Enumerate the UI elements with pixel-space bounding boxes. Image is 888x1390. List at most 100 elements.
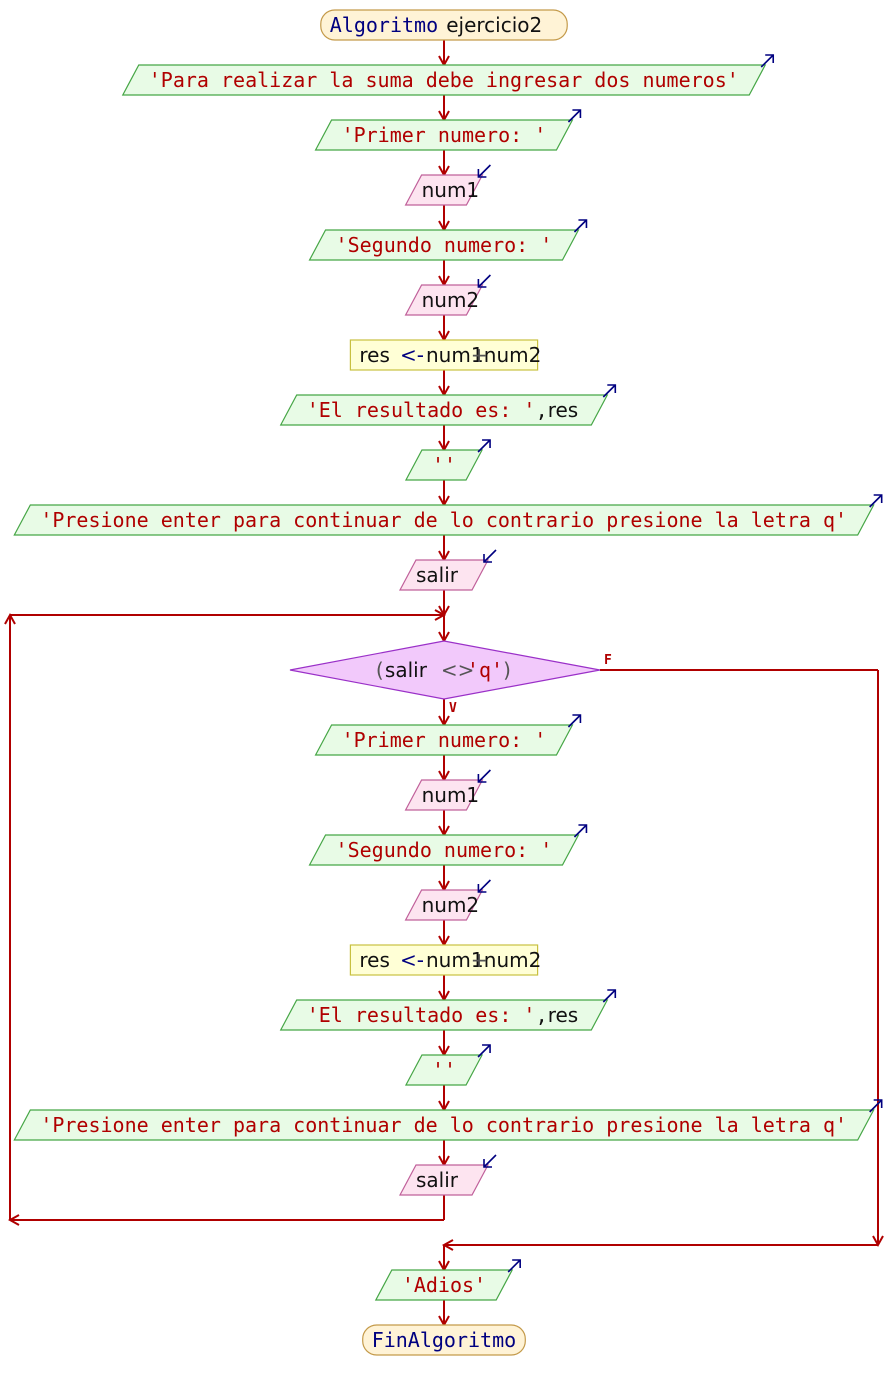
variable: num2 xyxy=(484,948,542,972)
separator: , xyxy=(536,398,548,422)
loop-step-9-input-shape xyxy=(399,1164,489,1196)
variable: num2 xyxy=(484,343,542,367)
main-step-2-output-shape xyxy=(314,119,574,151)
main-step-5-input-shape xyxy=(404,284,484,316)
input-arrow-icon xyxy=(477,769,491,783)
string-literal: 'Presione enter para continuar de lo con… xyxy=(40,508,847,532)
variable: num1 xyxy=(422,178,480,202)
string-literal: 'El resultado es: ' xyxy=(307,1003,536,1027)
variable: res xyxy=(359,948,390,972)
false-branch-label: F xyxy=(604,653,612,668)
main-step-7-output-shape xyxy=(279,394,609,426)
main-step-7-output-text: 'El resultado es: ',res xyxy=(307,398,579,422)
loop-step-8-output-shape xyxy=(13,1109,875,1141)
loop-step-7-output-text: '' xyxy=(432,1058,456,1082)
output-arrow-icon xyxy=(567,109,582,123)
input-arrow-icon xyxy=(477,879,491,893)
input-arrow-icon xyxy=(477,274,491,288)
loop-step-5-process-box xyxy=(349,944,539,976)
assign-operator: <- xyxy=(400,948,424,972)
input-arrow-icon xyxy=(483,1154,497,1168)
keyword: FinAlgoritmo xyxy=(372,1328,517,1352)
main-step-1-output-text: 'Para realizar la suma debe ingresar dos… xyxy=(149,68,739,92)
variable: num1 xyxy=(426,948,484,972)
after-step-1-output-shape xyxy=(374,1269,514,1301)
string-literal: 'Para realizar la suma debe ingresar dos… xyxy=(149,68,739,92)
operator: + xyxy=(471,948,488,972)
loop-step-1-output-shape xyxy=(314,724,574,756)
string-literal: '' xyxy=(432,453,456,477)
loop-step-9-input-text: salir xyxy=(416,1168,459,1192)
string-literal: 'Adios' xyxy=(402,1273,486,1297)
output-arrow-icon xyxy=(477,1044,491,1058)
loop-step-4-input-text: num2 xyxy=(422,893,480,917)
loop-step-7-output-shape xyxy=(404,1054,484,1086)
output-arrow-icon xyxy=(760,54,775,68)
loop-step-6-output-shape xyxy=(279,999,609,1031)
loop-step-3-output-shape xyxy=(308,834,580,866)
string-literal: 'Segundo numero: ' xyxy=(336,233,553,257)
loop-step-2-input-shape xyxy=(404,779,484,811)
loop-back-arrow xyxy=(434,609,447,621)
end-terminal-text: FinAlgoritmo xyxy=(372,1328,517,1352)
assign-operator: <- xyxy=(400,343,424,367)
variable: salir xyxy=(416,563,459,587)
main-step-1-output-shape xyxy=(121,64,767,96)
output-arrow-icon xyxy=(602,384,617,398)
string-literal: 'q' xyxy=(467,658,503,682)
output-arrow-icon xyxy=(573,219,588,233)
output-arrow-icon xyxy=(869,494,883,508)
main-step-10-input-text: salir xyxy=(416,563,459,587)
variable: num1 xyxy=(422,783,480,807)
loop-step-8-output-text: 'Presione enter para continuar de lo con… xyxy=(40,1113,847,1137)
variable: num2 xyxy=(422,893,480,917)
output-arrow-icon xyxy=(567,714,582,728)
main-step-9-output-shape xyxy=(13,504,875,536)
operator: <> xyxy=(441,658,475,682)
keyword: Algoritmo xyxy=(330,13,438,37)
flow-nodes: Algoritmo ejercicio2'Para realizar la su… xyxy=(13,9,883,1356)
variable: salir xyxy=(416,1168,459,1192)
main-step-3-input-text: num1 xyxy=(422,178,480,202)
main-step-9-output-text: 'Presione enter para continuar de lo con… xyxy=(40,508,847,532)
after-step-1-output-text: 'Adios' xyxy=(402,1273,486,1297)
variable: res xyxy=(548,398,579,422)
text-segment xyxy=(393,343,399,367)
main-step-10-input-shape xyxy=(399,559,489,591)
operator: + xyxy=(471,343,488,367)
variable: res xyxy=(548,1003,579,1027)
start-terminal-shape xyxy=(320,9,568,41)
input-arrow-icon xyxy=(477,164,491,178)
main-step-4-output-shape xyxy=(308,229,580,261)
main-step-5-input-text: num2 xyxy=(422,288,480,312)
string-literal: 'El resultado es: ' xyxy=(307,398,536,422)
main-step-6-process-box xyxy=(349,339,539,371)
loop-step-2-input-text: num1 xyxy=(422,783,480,807)
main-step-2-output-text: 'Primer numero: ' xyxy=(342,123,547,147)
output-arrow-icon xyxy=(477,439,491,453)
separator: , xyxy=(536,1003,548,1027)
string-literal: 'Primer numero: ' xyxy=(342,123,547,147)
flow-edges xyxy=(4,40,884,1328)
output-arrow-icon xyxy=(602,989,617,1003)
variable: salir xyxy=(385,658,428,682)
output-arrow-icon xyxy=(507,1259,521,1273)
input-arrow-icon xyxy=(483,549,497,563)
loop-condition-text: (salir<>'q') xyxy=(376,658,511,682)
main-step-8-output-shape xyxy=(404,449,484,481)
paren: ( xyxy=(376,658,384,682)
variable: num2 xyxy=(422,288,480,312)
loop-step-1-output-text: 'Primer numero: ' xyxy=(342,728,547,752)
end-terminal-shape xyxy=(362,1324,526,1356)
text-segment xyxy=(393,948,399,972)
loop-step-6-output-text: 'El resultado es: ',res xyxy=(307,1003,579,1027)
variable: num1 xyxy=(426,343,484,367)
true-branch-label: V xyxy=(449,701,457,716)
output-arrow-icon xyxy=(573,824,588,838)
string-literal: '' xyxy=(432,1058,456,1082)
main-step-8-output-text: '' xyxy=(432,453,456,477)
string-literal: 'Segundo numero: ' xyxy=(336,838,553,862)
loop-step-4-input-shape xyxy=(404,889,484,921)
main-step-3-input-shape xyxy=(404,174,484,206)
